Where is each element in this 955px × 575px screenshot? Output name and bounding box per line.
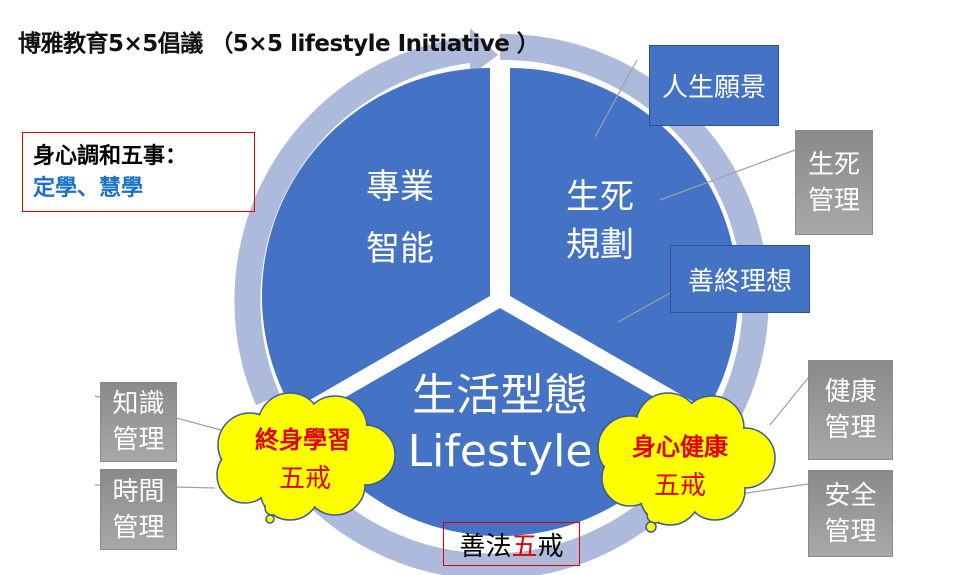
box-safety-mgmt: 安全管理: [808, 470, 893, 557]
box-text: 健康: [824, 377, 877, 407]
cloud-text: 終身學習: [255, 426, 351, 454]
box-text: 管理: [112, 425, 165, 455]
harmony-box: 身心調和五事： 定學、慧學: [22, 132, 255, 212]
box-text: 安全: [824, 480, 877, 511]
box-knowledge-mgmt: 知識管理: [100, 382, 177, 462]
box-text: 管理: [824, 516, 877, 547]
sector-label: Lifestyle: [408, 426, 593, 477]
cloud-wellbeing: [597, 392, 776, 533]
harmony-items: 定學、慧學: [33, 176, 144, 201]
harmony-heading: 身心調和五事：: [33, 144, 188, 169]
sector-life-death: [510, 67, 739, 410]
sector-label: 專業: [366, 167, 434, 207]
box-text: 管理: [824, 413, 877, 443]
precepts-text: 戒: [537, 531, 564, 562]
box-health-mgmt: 健康管理: [808, 360, 893, 460]
sector-label: 生死: [566, 177, 634, 217]
page-title: 博雅教育5×5倡議 （5×5 lifestyle Initiative ）: [18, 31, 540, 57]
box-text: 知識: [112, 389, 165, 419]
cloud-lifelong-learning: [216, 392, 396, 524]
ring-arc-bottom: [290, 461, 701, 575]
ring-arrowhead-top: [470, 28, 498, 76]
box-text: 管理: [112, 512, 165, 543]
cloud-text: 五戒: [279, 464, 331, 494]
ring-arc-right: [499, 33, 769, 432]
cycle-ring: [234, 33, 769, 575]
good-dharma-precepts-box: 善法五戒: [443, 522, 580, 566]
precepts-text-highlight: 五: [511, 531, 538, 562]
box-good-end: 善終理想: [670, 245, 810, 313]
box-life-vision: 人生願景: [649, 45, 779, 126]
box-time-mgmt: 時間管理: [100, 469, 177, 550]
ring-arc-left: [234, 37, 472, 406]
pie: [261, 67, 739, 537]
cloud-text: 身心健康: [632, 433, 729, 461]
sector-professional: [261, 67, 490, 411]
sector-lifestyle: [302, 308, 698, 537]
box-text: 時間: [112, 476, 165, 507]
box-text: 管理: [807, 185, 860, 216]
sector-label: 規劃: [566, 225, 634, 265]
cloud-text: 五戒: [654, 471, 706, 501]
precepts-text: 善法: [459, 531, 512, 562]
box-text: 生死: [807, 149, 860, 180]
sector-label: 生活型態: [412, 370, 588, 421]
box-life-death-mgmt: 生死管理: [795, 130, 873, 235]
sector-label: 智能: [366, 229, 434, 269]
